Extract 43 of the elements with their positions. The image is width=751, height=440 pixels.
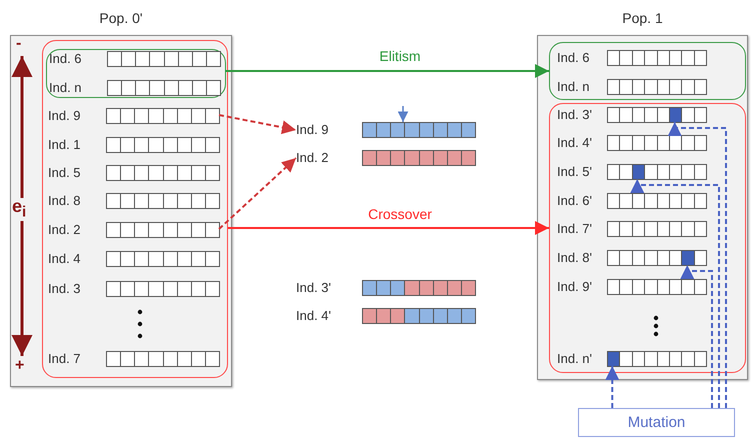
group-frame: [46, 49, 226, 98]
arrow: [630, 179, 720, 408]
arrow: [605, 366, 620, 408]
individual-label: Ind. 6: [49, 51, 82, 67]
arrow: [680, 265, 713, 408]
individual-label: Ind. 9: [48, 108, 81, 124]
individual-label: Ind. 4': [557, 135, 592, 151]
individual-label: Ind. 7: [48, 351, 81, 367]
individual-label: Ind. 1: [48, 137, 81, 153]
panel-title: Pop. 0': [98, 10, 144, 26]
arrow: [218, 157, 297, 230]
individual-label: Ind. 5': [557, 164, 592, 180]
arrow: [228, 221, 549, 235]
individual-label: Ind. n: [557, 79, 590, 95]
edge-label: Crossover: [367, 206, 433, 222]
individual-label: Ind. 6: [557, 50, 590, 66]
group-frame: [549, 42, 746, 100]
axis-label: e$_{i}$: [12, 198, 26, 221]
individual-label: Ind. 3': [557, 107, 592, 123]
individual-label: Ind. 9: [296, 122, 329, 138]
individual-label: Ind. 3: [48, 281, 81, 297]
group-frame: [42, 40, 228, 378]
individual-label: Ind. 2: [48, 222, 81, 238]
arrow: [218, 114, 296, 134]
individual-label: Ind. 4: [48, 251, 81, 267]
arrow: [398, 106, 408, 122]
individual-label: Ind. n: [49, 80, 82, 96]
individual-label: Ind. 7': [557, 221, 592, 237]
individual-label: Ind. 5: [48, 165, 81, 181]
individual-label: Ind. 4': [296, 308, 332, 324]
process-box: Mutation: [578, 408, 735, 437]
panel-title: Pop. 1: [621, 10, 664, 26]
individual-label: Ind. 2: [296, 150, 329, 166]
individual-label: Ind. 8: [48, 193, 81, 209]
individual-label: Ind. 8': [557, 250, 592, 266]
arrow: [225, 64, 549, 78]
individual-label: Ind. n': [557, 351, 592, 367]
individual-label: Ind. 6': [557, 193, 592, 209]
arrow: [668, 122, 727, 408]
edge-label: Elitism: [378, 48, 422, 64]
individual-label: Ind. 9': [557, 279, 592, 295]
group-frame: [549, 103, 746, 373]
individual-label: Ind. 3': [296, 280, 332, 296]
